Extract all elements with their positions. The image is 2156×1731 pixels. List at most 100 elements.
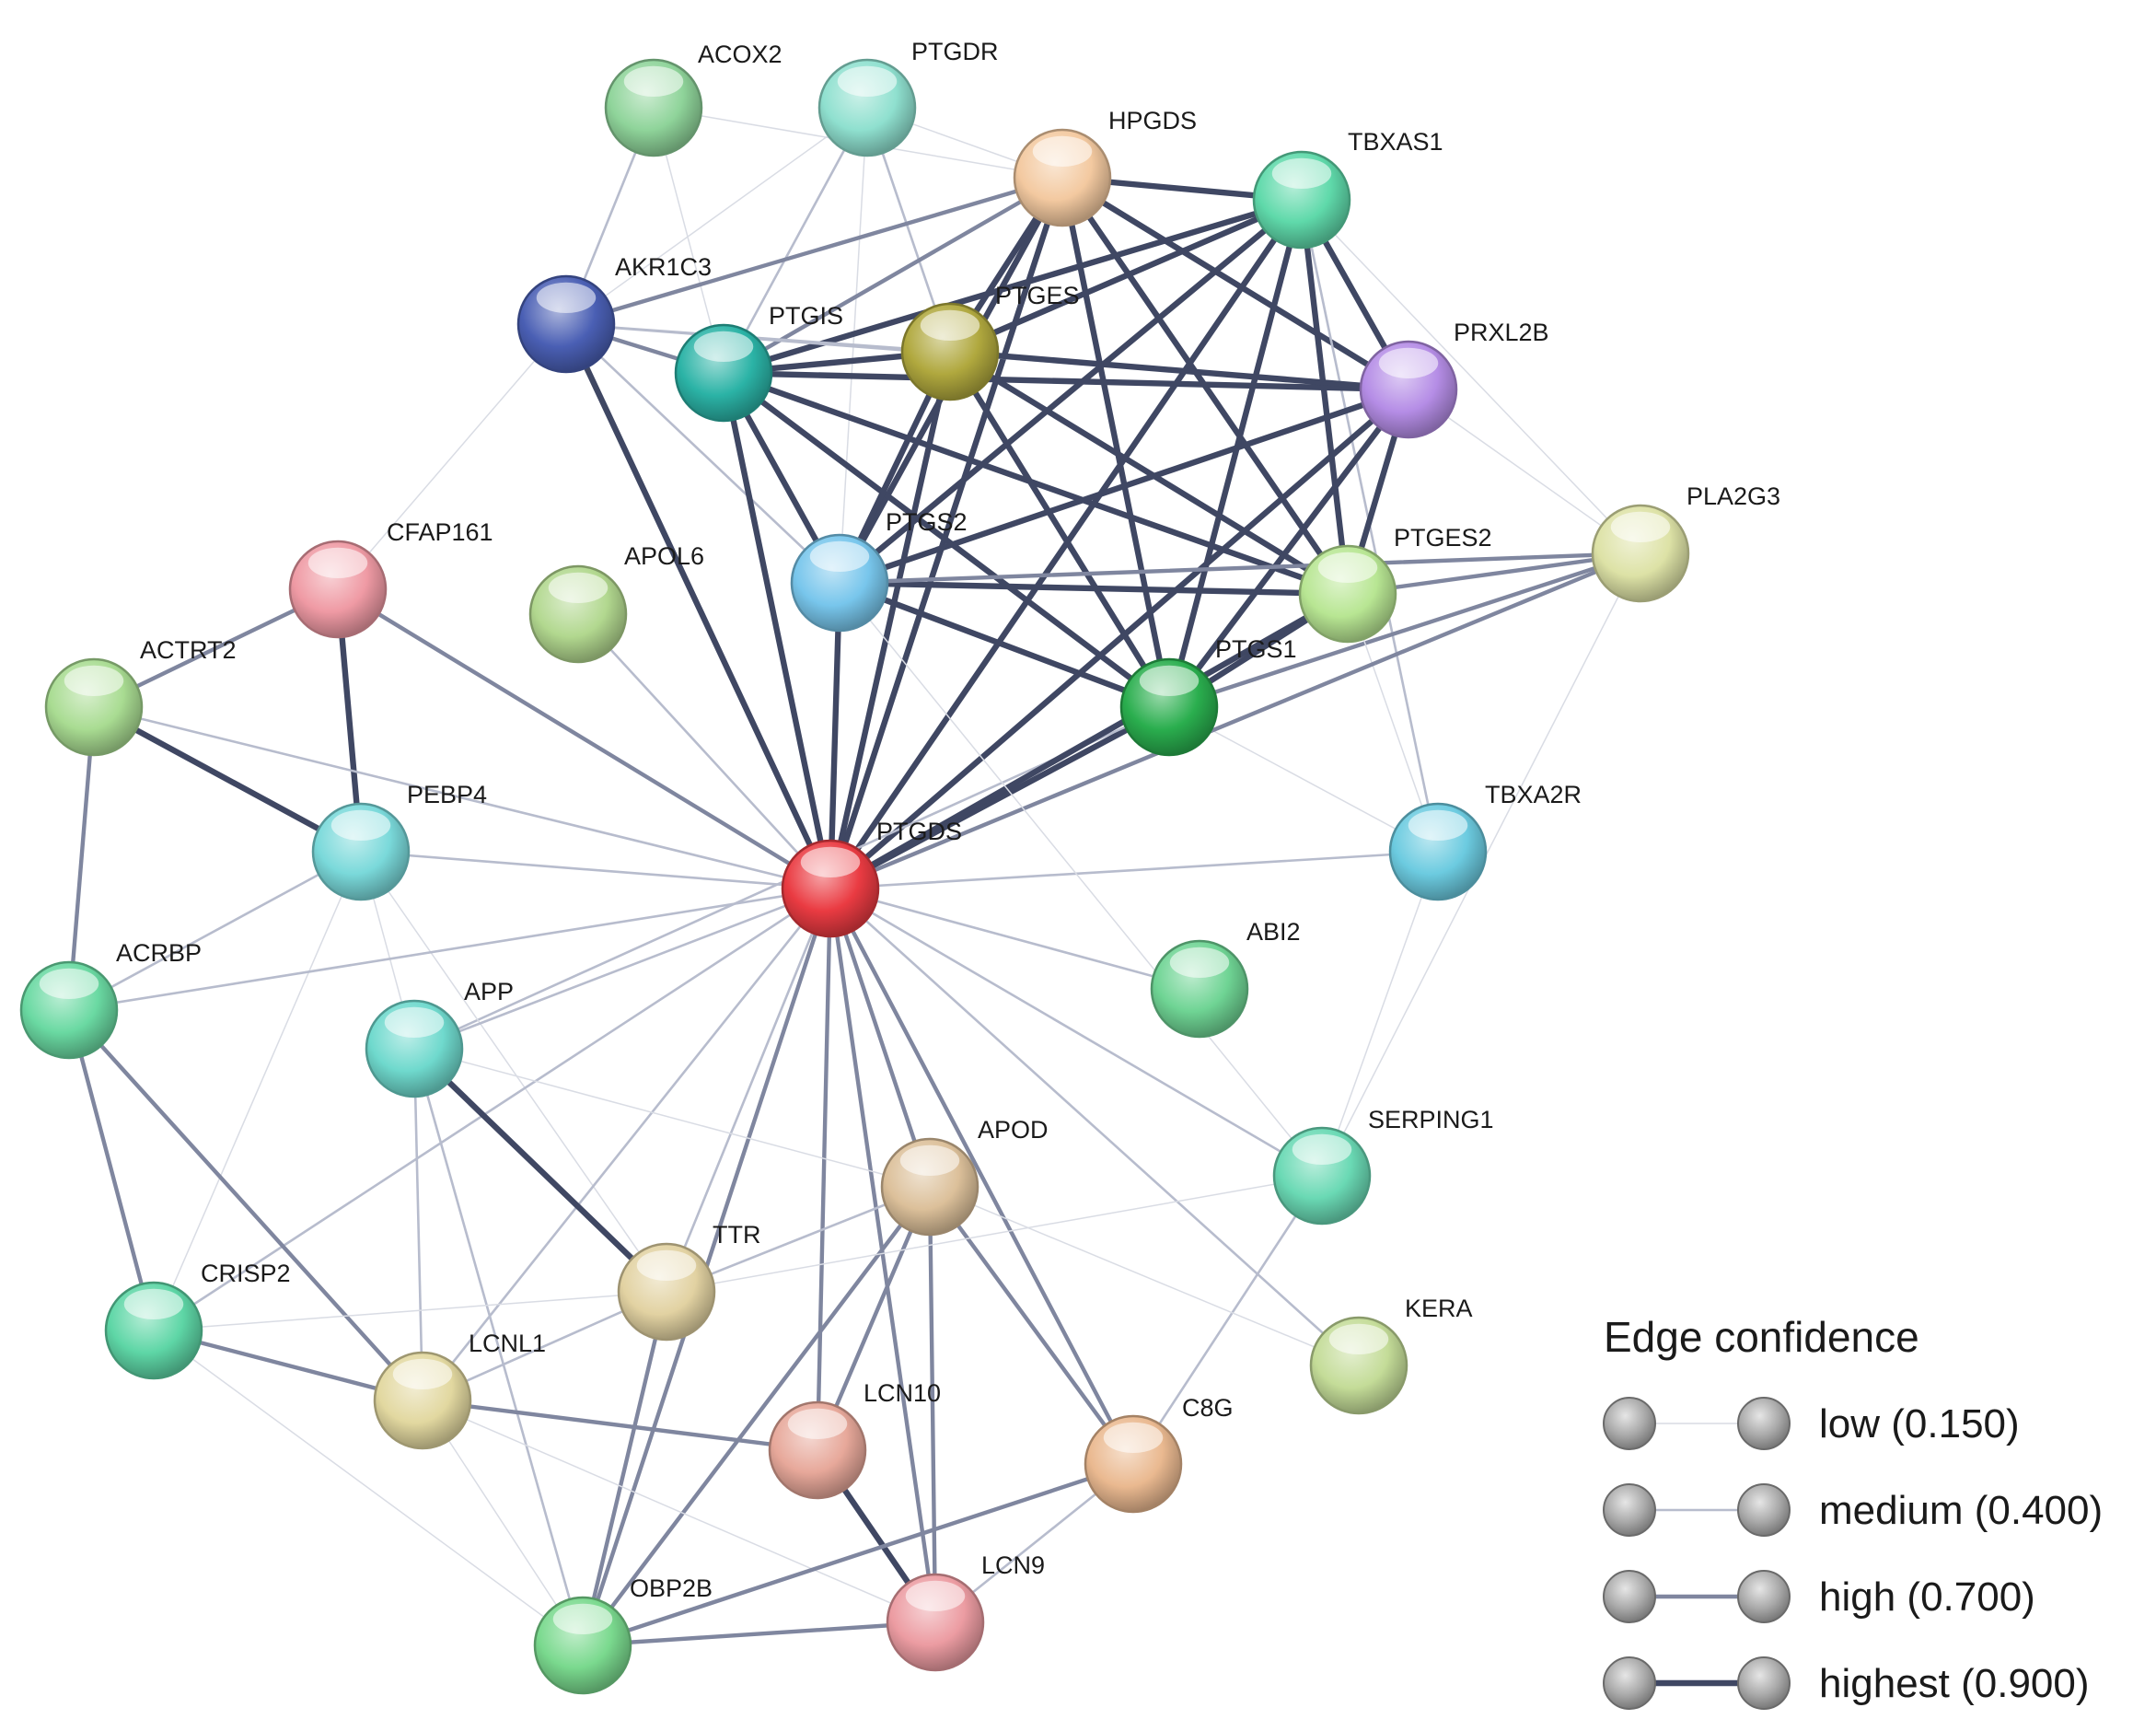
edge-actrt2-pebp4 [90,703,365,855]
node-pebp4[interactable]: PEBP4 [311,781,487,901]
edge-actrt2-ptgds [92,705,832,890]
edge-ptgis-ptges2 [720,369,1351,598]
node-acrbp[interactable]: ACRBP [19,939,202,1060]
edge-tbxas1-pla2g3 [1301,199,1641,554]
edge-akr1c3-ptgds [562,320,834,892]
node-ptges2[interactable]: PTGES2 [1298,524,1492,644]
node-highlight [1103,1422,1164,1454]
node-ptgis[interactable]: PTGIS [674,302,843,423]
node-highlight [920,309,980,342]
legend-item-highest: highest (0.900) [1603,1656,2090,1710]
node-highlight [552,1603,613,1635]
node-prxl2b[interactable]: PRXL2B [1359,319,1549,439]
edge-lcn9-obp2b [580,1620,938,1648]
edge-apol6-ptgds [576,612,832,890]
node-highlight [307,547,368,579]
edge-apod-obp2b [580,1184,933,1648]
edge-pebp4-crisp2 [153,851,362,1331]
node-label: PTGES [995,282,1080,309]
edge-ptges-ptgds [827,348,954,892]
node-app[interactable]: APP [365,978,514,1098]
node-highlight [623,65,684,98]
edge-acrbp-lcnl1 [66,1007,425,1403]
node-c8g[interactable]: C8G [1084,1394,1234,1514]
node-highlight [693,331,754,363]
edge-c8g-serping1 [1131,1174,1324,1466]
legend-label: highest (0.900) [1819,1661,2090,1706]
node-tbxas1[interactable]: TBXAS1 [1252,128,1443,250]
edge-tbxas1-ptgs1 [1165,196,1305,711]
node-highlight [384,1006,445,1039]
node-highlight [1378,347,1439,379]
node-ptgdr[interactable]: PTGDR [817,38,999,157]
edge-ptgds-app [412,887,832,1051]
node-label: TBXA2R [1485,781,1582,808]
node-highlight [837,65,898,98]
edge-ttr-serping1 [666,1175,1323,1293]
node-hpgds[interactable]: HPGDS [1013,107,1197,227]
node-ttr[interactable]: TTR [617,1221,760,1342]
node-highlight [536,282,597,314]
node-acox2[interactable]: ACOX2 [604,41,782,157]
legend-ball [1737,1656,1791,1710]
node-lcnl1[interactable]: LCNL1 [373,1330,546,1450]
node-ptgds[interactable]: PTGDS [781,818,962,938]
legend-ball [1737,1570,1791,1623]
edge-pebp4-ptgds [359,850,832,890]
edge-ptgds-apod [828,886,933,1190]
legend-item-high: high (0.700) [1603,1570,2035,1623]
legend-rows: low (0.150) medium (0.400) high (0.700) hig… [1603,1397,2103,1710]
edge-lcnl1-lcn10 [420,1398,820,1453]
node-kera[interactable]: KERA [1309,1295,1473,1415]
edge-ptgis-prxl2b [720,369,1412,393]
node-ptgs2[interactable]: PTGS2 [790,508,968,633]
edge-ptgs2-ptgds [827,579,843,892]
node-highlight [1328,1323,1389,1355]
node-highlight [39,968,99,1000]
node-pla2g3[interactable]: PLA2G3 [1591,482,1780,603]
node-crisp2[interactable]: CRISP2 [104,1260,291,1380]
node-serping1[interactable]: SERPING1 [1272,1106,1494,1226]
edge-ptgds-c8g [828,886,1136,1467]
node-label: PEBP4 [407,781,487,808]
node-apol6[interactable]: APOL6 [528,542,704,664]
edge-ptgis-ptgds [720,369,834,892]
edge-actrt2-acrbp [66,704,97,1013]
edge-ptgdr-akr1c3 [565,107,868,325]
node-obp2b[interactable]: OBP2B [533,1574,713,1695]
node-highlight [392,1358,453,1390]
legend-label: medium (0.400) [1819,1488,2103,1533]
node-label: AKR1C3 [615,253,712,281]
edge-cfap161-ptgds [335,587,833,891]
legend-item-low: low (0.150) [1603,1397,2020,1450]
legend-title: Edge confidence [1604,1313,1919,1361]
edge-apod-c8g [927,1184,1136,1467]
edge-ptgds-lcn10 [815,886,833,1453]
edge-ttr-obp2b [580,1289,669,1648]
legend-ball [1603,1397,1656,1450]
node-lcn10[interactable]: LCN10 [768,1379,941,1500]
node-ptgs1[interactable]: PTGS1 [1119,635,1297,757]
node-abi2[interactable]: ABI2 [1150,918,1301,1039]
node-label: OBP2B [630,1574,713,1602]
node-label: CFAP161 [387,518,493,546]
edge-ptgds-abi2 [829,887,1201,991]
edge-ptges-ptgs1 [946,348,1173,711]
edge-prxl2b-ptgs1 [1165,386,1412,711]
node-lcn9[interactable]: LCN9 [886,1551,1045,1672]
node-apod[interactable]: APOD [880,1116,1049,1237]
edge-apod-lcn9 [927,1184,938,1625]
node-label: ACOX2 [698,41,782,68]
node-label: PTGS1 [1215,635,1297,663]
edge-c8g-obp2b [580,1461,1136,1648]
node-akr1c3[interactable]: AKR1C3 [516,253,712,374]
node-cfap161[interactable]: CFAP161 [288,518,493,639]
node-actrt2[interactable]: ACTRT2 [44,636,237,757]
node-label: LCN9 [981,1551,1045,1579]
node-tbxa2r[interactable]: TBXA2R [1388,781,1582,901]
node-label: SERPING1 [1368,1106,1494,1133]
edge-serping1-ptgs2 [839,582,1323,1177]
edge-ptgds-acrbp [67,887,832,1012]
edge-crisp2-obp2b [153,1330,584,1646]
node-ptges[interactable]: PTGES [900,282,1080,401]
